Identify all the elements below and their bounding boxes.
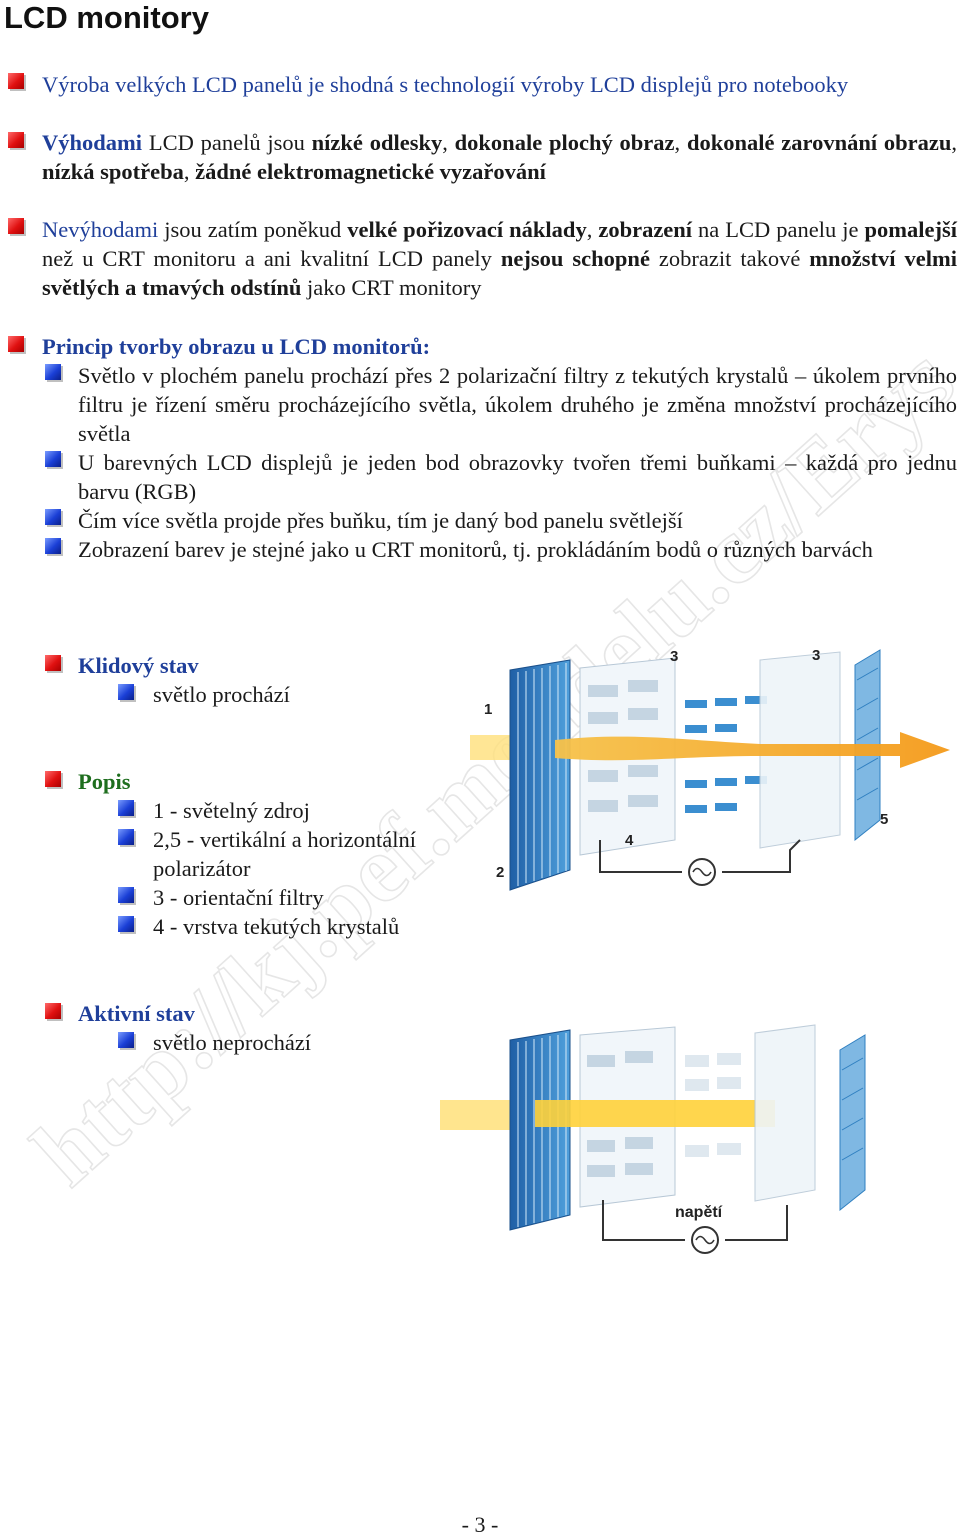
legend-item: 3 - orientační filtry <box>153 885 324 910</box>
diagram-label: 3 <box>670 648 678 665</box>
circuit-wire <box>602 1200 788 1241</box>
light-arrow <box>555 732 950 768</box>
circuit-wire <box>599 839 801 873</box>
diagram-label: 5 <box>880 811 888 828</box>
bullet-blue-icon <box>45 364 61 380</box>
bullet-red-icon <box>8 132 24 148</box>
bullet-red-icon <box>45 1003 61 1019</box>
legend-item: 1 - světelný zdroj <box>153 798 310 823</box>
bullet-red-icon <box>8 336 24 352</box>
intro-paragraph: Výroba velkých LCD panelů je shodná s te… <box>42 70 957 99</box>
bullet-blue-icon <box>45 509 61 525</box>
legend-item: 2,5 - vertikální a horizontální polarizá… <box>153 827 417 881</box>
page-number: - 3 - <box>461 1512 499 1537</box>
bullet-red-icon <box>8 218 24 234</box>
bullet-blue-icon <box>118 684 134 700</box>
principle-item: Zobrazení barev je stejné jako u CRT mon… <box>78 537 873 562</box>
bullet-blue-icon <box>118 800 134 816</box>
diagram-label: 4 <box>625 832 634 849</box>
bullet-blue-icon <box>118 916 134 932</box>
principle-item: Čím více světla projde přes buňku, tím j… <box>78 508 683 533</box>
advantages-paragraph: Výhodami LCD panelů jsou nízké odlesky, … <box>42 130 958 184</box>
active-heading: Aktivní stav <box>78 1001 195 1026</box>
idle-subtext: světlo prochází <box>153 682 290 707</box>
diagram-label: 3 <box>812 647 820 664</box>
bullet-red-icon <box>45 771 61 787</box>
diagram-label: 1 <box>484 701 492 718</box>
legend-heading: Popis <box>78 769 131 794</box>
polarizer-vertical <box>509 1029 571 1231</box>
polarizer-vertical <box>509 659 571 891</box>
intro-text: Výroba velkých LCD panelů je shodná s te… <box>42 72 849 97</box>
active-subtext: světlo neprochází <box>153 1030 312 1055</box>
polarizer-horizontal <box>839 1034 866 1212</box>
principle-item: Světlo v plochém panelu prochází přes 2 … <box>78 363 957 446</box>
principle-item: U barevných LCD displejů je jeden bod ob… <box>78 450 957 504</box>
principle-heading: Princip tvorby obrazu u LCD monitorů: <box>42 334 431 359</box>
disadvantages-paragraph: Nevýhodami jsou zatím poněkud velké poři… <box>42 217 957 300</box>
bullet-blue-icon <box>45 538 61 554</box>
light-beam <box>535 1100 775 1127</box>
bullet-blue-icon <box>118 887 134 903</box>
bullet-blue-icon <box>118 1032 134 1048</box>
legend-item: 4 - vrstva tekutých krystalů <box>153 914 400 939</box>
bullet-blue-icon <box>118 829 134 845</box>
bullet-red-icon <box>8 73 24 89</box>
page-title: LCD monitory <box>4 0 209 35</box>
bullet-blue-icon <box>45 451 61 467</box>
diagram-label: 2 <box>496 864 504 881</box>
lcd-idle-diagram: 1 2 3 3 4 5 <box>470 647 950 891</box>
bullet-red-icon <box>45 655 61 671</box>
idle-heading: Klidový stav <box>78 653 199 678</box>
lcd-active-diagram: napětí <box>440 1024 866 1254</box>
voltage-label: napětí <box>675 1204 723 1221</box>
orientation-filter <box>754 1024 816 1202</box>
